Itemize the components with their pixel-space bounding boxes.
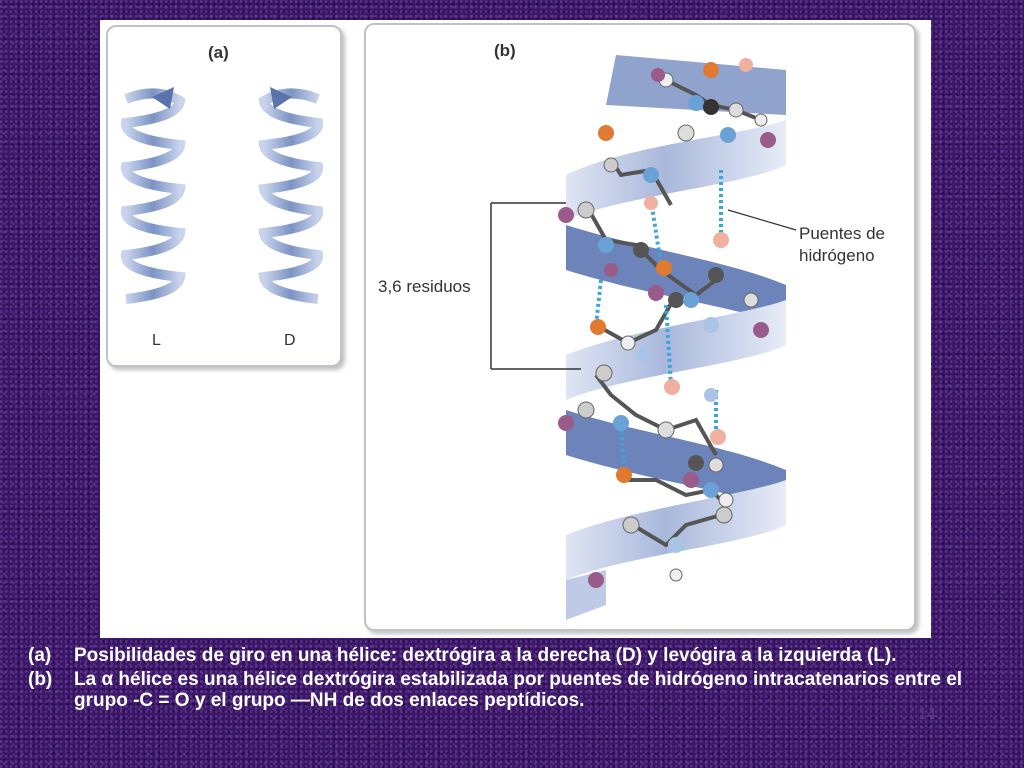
caption-b-text: La α hélice es una hélice dextrógira est… — [74, 669, 963, 711]
caption-item-b: (b) La α hélice es una hélice dextrógira… — [28, 669, 988, 711]
caption-a-text: Posibilidades de giro en una hélice: dex… — [74, 645, 897, 666]
residues-label: 3,6 residuos — [378, 277, 471, 296]
hbond-leader-line — [727, 209, 797, 231]
page-number: 14 — [918, 706, 936, 723]
helix-l-label: L — [152, 332, 161, 349]
figure-image: (a) L D (b) — [100, 20, 931, 638]
atoms — [558, 58, 776, 588]
helix-d-label: D — [284, 332, 296, 349]
arrow-left-icon — [270, 87, 292, 109]
caption: (a) Posibilidades de giro en una hélice:… — [28, 645, 988, 714]
right-helix-d — [258, 87, 323, 304]
helix-diagrams — [121, 87, 323, 304]
hbond-label-line2: hidrógeno — [799, 246, 875, 265]
hbond-label-line1: Puentes de — [799, 224, 885, 243]
alpha-helix-diagram: 3,6 residuos Puentes de hidrógeno — [378, 55, 885, 620]
panel-b: (b) — [364, 23, 916, 631]
helix-ribbon — [566, 55, 786, 620]
residue-bracket — [490, 202, 581, 370]
panel-a-label: (a) — [208, 43, 229, 62]
panel-a: (a) L D — [106, 25, 342, 367]
arrow-right-icon — [152, 87, 174, 109]
left-helix-l — [121, 87, 186, 304]
panel-b-label: (b) — [494, 41, 516, 60]
caption-item-a: (a) Posibilidades de giro en una hélice:… — [28, 645, 988, 666]
caption-b-tag: (b) — [28, 669, 53, 690]
caption-a-tag: (a) — [28, 645, 52, 666]
